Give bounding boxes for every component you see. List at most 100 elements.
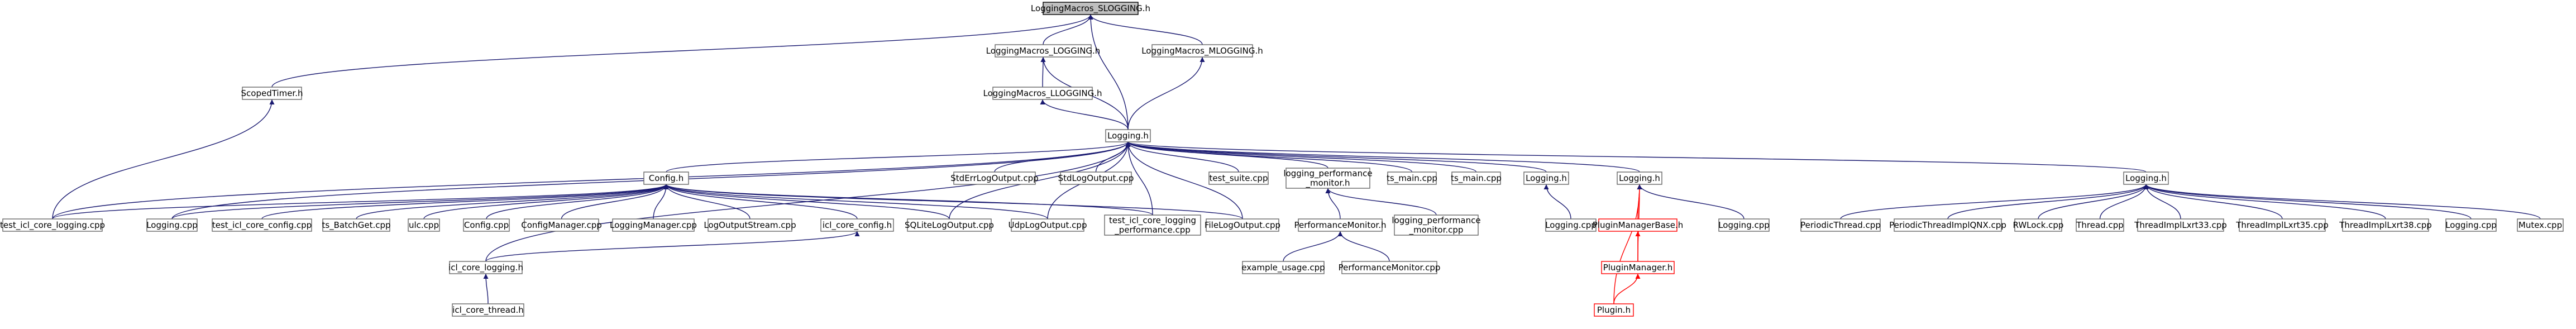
node-periodicqnx-cpp[interactable]: PeriodicThreadImplQNX.cpp bbox=[1889, 218, 2006, 232]
node-config-cpp[interactable]: Config.cpp bbox=[463, 218, 510, 232]
edge-thread-cpp-to-logging-h4 bbox=[2099, 184, 2149, 220]
node-thread-cpp[interactable]: Thread.cpp bbox=[2076, 218, 2124, 232]
node-ts-batchget-cpp[interactable]: ts_BatchGet.cpp bbox=[322, 218, 391, 232]
node-logging-cpp3[interactable]: Logging.cpp bbox=[1718, 218, 1770, 232]
node-box bbox=[1800, 218, 1881, 232]
node-label: PeriodicThreadImplQNX.cpp bbox=[1889, 220, 2006, 230]
edge-logging-h2-to-logging-h bbox=[1125, 141, 1547, 173]
node-label: ulc.cpp bbox=[409, 220, 439, 230]
node-logging-cpp1[interactable]: Logging.cpp bbox=[146, 218, 198, 232]
node-loggingmanager-cpp[interactable]: LoggingManager.cpp bbox=[610, 218, 697, 232]
edge-lxrt35-cpp-to-logging-h4 bbox=[2143, 184, 2283, 220]
node-ulc-cpp[interactable]: ulc.cpp bbox=[408, 218, 440, 232]
node-label: Logging.h bbox=[2125, 173, 2167, 183]
node-sqlite-cpp[interactable]: SQLiteLogOutput.cpp bbox=[905, 218, 994, 232]
node-file-cpp[interactable]: FileLogOutput.cpp bbox=[1205, 218, 1280, 232]
node-label: FileLogOutput.cpp bbox=[1205, 220, 1280, 230]
node-periodicthread-cpp[interactable]: PeriodicThread.cpp bbox=[1800, 218, 1881, 232]
node-icl-core-logging-h[interactable]: icl_core_logging.h bbox=[448, 261, 523, 274]
node-box bbox=[2123, 171, 2169, 185]
node-stdlog-cpp[interactable]: StdLogOutput.cpp bbox=[1058, 171, 1134, 185]
node-perfmonitor-cpp[interactable]: PerformanceMonitor.cpp bbox=[1339, 261, 1441, 274]
edge-periodicthread-cpp-to-logging-h4 bbox=[1840, 184, 2149, 220]
node-label: Config.h bbox=[649, 173, 684, 183]
node-lxrt33-cpp[interactable]: ThreadImplLxrt33.cpp bbox=[2134, 218, 2227, 232]
edge-config-cpp-to-config-h bbox=[486, 184, 669, 220]
edge-icl-core-thread-h-to-icl-core-logging-h bbox=[483, 273, 489, 304]
node-ts-main1[interactable]: ts_main.cpp bbox=[1387, 171, 1437, 185]
node-box bbox=[1104, 214, 1201, 236]
edge-logging-h3-to-logging-h bbox=[1125, 141, 1640, 173]
edge-macros-logging-to-root bbox=[1043, 14, 1093, 45]
node-logging-h4[interactable]: Logging.h bbox=[2123, 171, 2169, 185]
node-udp-cpp[interactable]: UdpLogOutput.cpp bbox=[1009, 218, 1087, 232]
node-config-h[interactable]: Config.h bbox=[643, 171, 689, 185]
node-lxrt35-cpp[interactable]: ThreadImplLxrt35.cpp bbox=[2235, 218, 2329, 232]
node-root: LoggingMacros_SLOGGING.h bbox=[1031, 2, 1150, 15]
node-pluginmanager-h[interactable]: PluginManager.h bbox=[1601, 261, 1675, 274]
node-label: ThreadImplLxrt38.cpp bbox=[2339, 220, 2432, 230]
node-box bbox=[1298, 218, 1383, 232]
node-ts-main2[interactable]: ts_main.cpp bbox=[1451, 171, 1502, 185]
node-logging-h2[interactable]: Logging.h bbox=[1523, 171, 1569, 185]
node-lxrt38-cpp[interactable]: ThreadImplLxrt38.cpp bbox=[2339, 218, 2432, 232]
node-box bbox=[1894, 218, 2002, 232]
node-box bbox=[2445, 218, 2497, 232]
edge-logging-cpp3-to-logging-h3 bbox=[1637, 184, 1745, 220]
node-box bbox=[907, 218, 992, 232]
node-label: logging_performance bbox=[1392, 216, 1480, 226]
edge-file-cpp-to-logging-h bbox=[1125, 141, 1243, 220]
node-perfmon-h[interactable]: logging_performance_monitor.h bbox=[1283, 168, 1373, 189]
node-macros-mlogging[interactable]: LoggingMacros_MLOGGING.h bbox=[1141, 44, 1263, 58]
edge-mutex-cpp-to-logging-h4 bbox=[2143, 184, 2541, 220]
node-label: Logging.h bbox=[1619, 173, 1660, 183]
edge-macros-mlogging-to-root bbox=[1088, 14, 1203, 45]
node-label: ts_main.cpp bbox=[1451, 173, 1502, 184]
node-box bbox=[1011, 218, 1084, 232]
node-perfmon-cpp[interactable]: logging_performance_monitor.cpp bbox=[1392, 214, 1481, 236]
edge-perfmon-cpp-to-perfmon-h bbox=[1325, 188, 1437, 216]
node-scopedtimer[interactable]: ScopedTimer.h bbox=[241, 87, 303, 100]
node-test-icl-core-logging-cpp[interactable]: test_icl_core_logging.cpp bbox=[0, 218, 105, 232]
node-icl-core-config-h[interactable]: icl_core_config.h bbox=[820, 218, 894, 232]
edge-rwlock-cpp-to-logging-h4 bbox=[2038, 184, 2149, 220]
node-plugin-h[interactable]: Plugin.h bbox=[1594, 303, 1634, 317]
node-logging-h3[interactable]: Logging.h bbox=[1617, 171, 1662, 185]
node-macros-logging[interactable]: LoggingMacros_LOGGING.h bbox=[986, 44, 1101, 58]
node-box bbox=[242, 87, 302, 100]
node-stderr-cpp[interactable]: StdErrLogOutput.cpp bbox=[950, 171, 1039, 185]
node-perfmonitor-h[interactable]: PerformanceMonitor.h bbox=[1294, 218, 1387, 232]
node-logoutputstream-cpp[interactable]: LogOutputStream.cpp bbox=[704, 218, 796, 232]
edge-perfmonitor-cpp-to-perfmonitor-h bbox=[1337, 231, 1390, 262]
node-box bbox=[1060, 171, 1132, 185]
node-logging-cpp4[interactable]: Logging.cpp bbox=[2445, 218, 2497, 232]
node-mutex-cpp[interactable]: Mutex.cpp bbox=[2517, 218, 2564, 232]
node-label: ScopedTimer.h bbox=[241, 88, 303, 98]
node-box bbox=[2342, 218, 2429, 232]
node-label: LogOutputStream.cpp bbox=[704, 220, 796, 230]
node-label: UdpLogOutput.cpp bbox=[1009, 220, 1087, 230]
node-pluginmanagerbase-h[interactable]: PluginManagerBase.h bbox=[1593, 218, 1683, 232]
node-box bbox=[463, 218, 510, 232]
node-test-icl-core-config-cpp[interactable]: test_icl_core_config.cpp bbox=[212, 218, 312, 232]
edge-ts-main1-to-logging-h bbox=[1125, 141, 1413, 173]
node-box bbox=[2239, 218, 2326, 232]
node-logging-cpp2[interactable]: Logging.cpp bbox=[1545, 218, 1597, 232]
node-test-perf-cpp[interactable]: test_icl_core_logging_performance.cpp bbox=[1104, 214, 1201, 236]
node-macros-llogging[interactable]: LoggingMacros_LLOGGING.h bbox=[983, 87, 1102, 100]
node-label: Logging.h bbox=[1526, 173, 1567, 183]
node-logging-h[interactable]: Logging.h bbox=[1105, 129, 1151, 142]
node-example-usage-cpp[interactable]: example_usage.cpp bbox=[1241, 261, 1325, 274]
node-label: LoggingManager.cpp bbox=[610, 220, 697, 230]
edge-icl-core-config-h-to-config-h bbox=[663, 184, 858, 220]
node-box bbox=[212, 218, 312, 232]
node-icl-core-thread-h[interactable]: icl_core_thread.h bbox=[452, 303, 524, 317]
edge-sqlite-cpp-to-config-h bbox=[663, 184, 950, 220]
node-configmanager-cpp[interactable]: ConfigManager.cpp bbox=[521, 218, 602, 232]
node-box bbox=[1341, 261, 1437, 274]
node-box bbox=[1208, 171, 1269, 185]
node-test-suite-cpp[interactable]: test_suite.cpp bbox=[1208, 171, 1269, 185]
node-rwlock-cpp[interactable]: RWLock.cpp bbox=[2013, 218, 2064, 232]
node-box bbox=[1285, 168, 1370, 189]
node-label: StdErrLogOutput.cpp bbox=[950, 173, 1038, 183]
